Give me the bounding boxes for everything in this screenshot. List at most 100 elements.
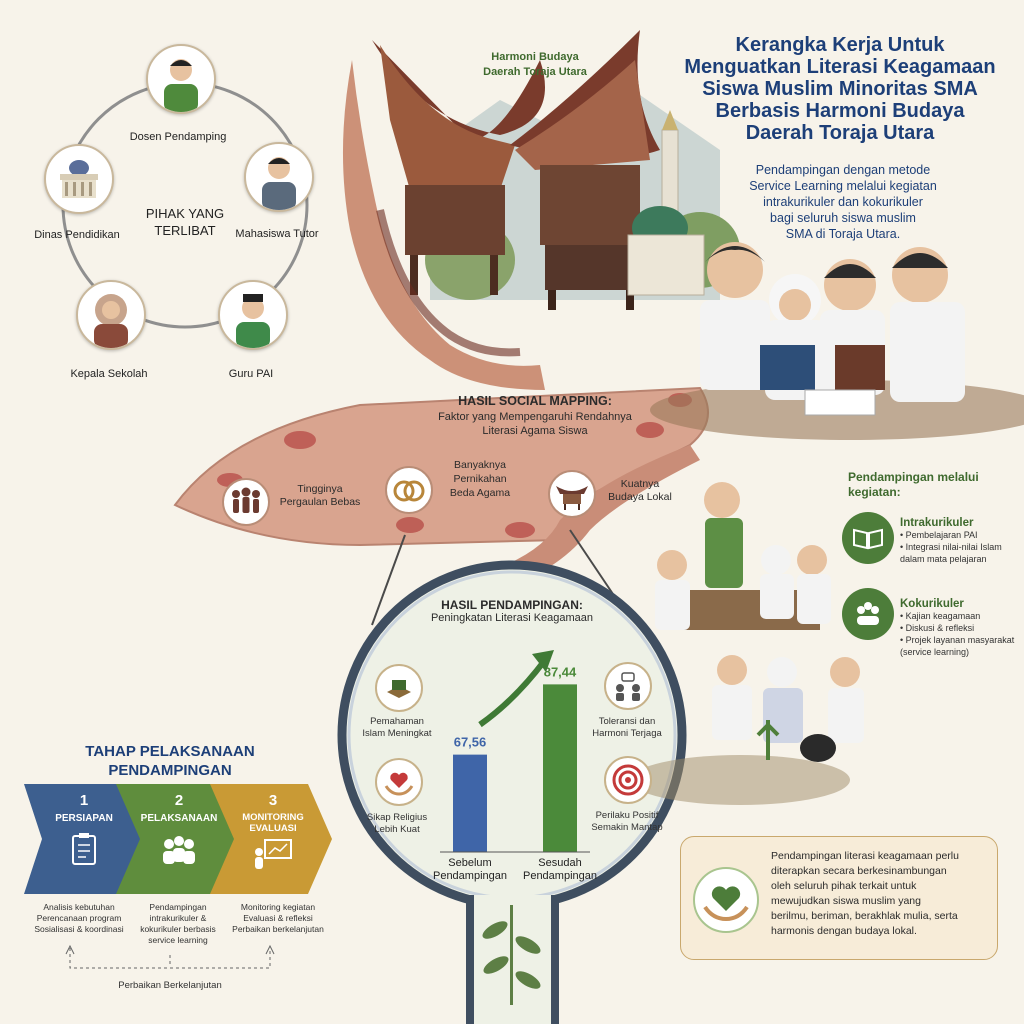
conclusion-line: harmonis dengan budaya lokal. <box>771 925 917 937</box>
subtitle-line: intrakurikuler dan kokurikuler <box>763 195 923 209</box>
activities-heading: Pendampingan melalui kegiatan: <box>848 470 1018 500</box>
student-tutor-avatar <box>244 142 314 212</box>
stakeholder-label: Guru PAI <box>228 368 274 380</box>
loop-label: Perbaikan Berkelanjutan <box>118 980 222 991</box>
center-label-line: PIHAK YANG <box>145 206 225 221</box>
lens-handle <box>466 895 559 1024</box>
ko-item: Kajian keagamaan <box>900 610 1018 622</box>
stage-desc-line: Evaluasi & refleksi <box>243 913 313 923</box>
stage-desc-line: Perencanaan program <box>36 913 122 923</box>
subtitle-line: Service Learning melalui kegiatan <box>749 179 937 193</box>
feedback-loop-arrow <box>65 944 275 969</box>
factor-label: Tingginya Pergaulan Bebas <box>270 483 370 509</box>
conclusion-box: Pendampingan literasi keagamaan perlu di… <box>680 836 998 960</box>
factor-icon-wrap <box>385 466 433 514</box>
stage-3-desc: Monitoring kegiatan Evaluasi & refleksi … <box>222 902 334 935</box>
cell-decoration <box>217 393 692 538</box>
feature-icon-wrap <box>375 758 423 806</box>
principal-avatar <box>76 280 146 350</box>
stage-arrow-1 <box>24 784 144 894</box>
center-label-line: TERLIBAT <box>154 223 216 238</box>
subtitle-line: bagi seluruh siswa muslim <box>770 211 916 225</box>
stage-desc-line: Pendampingan <box>149 902 207 912</box>
results-heading: HASIL PENDAMPINGAN: Peningkatan Literasi… <box>412 598 612 624</box>
heart-hands-icon <box>703 886 749 922</box>
feature-label: Sikap Religius Lebih Kuat <box>352 812 442 836</box>
ribbon-top <box>342 60 545 390</box>
factor-line: Banyaknya <box>454 459 506 471</box>
chart-category-label: Sebelum <box>448 857 491 869</box>
social-mapping-subtitle: Faktor yang Mempengaruhi Rendahnya Liter… <box>410 410 660 438</box>
stage-2-desc: Pendampingan intrakurikuler & kokurikule… <box>126 902 230 946</box>
feature-line: Islam Meningkat <box>362 728 432 739</box>
factor-line: Pernikahan <box>453 473 507 485</box>
stage-desc-line: Analisis kebutuhan <box>43 902 115 912</box>
stage-1: 1 PERSIAPAN <box>44 792 124 875</box>
magnifier-line <box>371 534 406 626</box>
factor-line: Budaya Lokal <box>608 491 672 503</box>
subtitle-line: SMA di Toraja Utara. <box>785 227 901 241</box>
stage-desc-line: service learning <box>148 935 208 945</box>
wedding-rings-icon <box>393 480 425 502</box>
chart-value-label: 67,56 <box>454 735 487 750</box>
activities-heading-line: Pendampingan melalui <box>848 470 979 484</box>
clipboard-icon <box>72 833 96 865</box>
education-office-avatar <box>44 144 114 214</box>
stage-name: PERSIAPAN <box>55 813 113 824</box>
stages-heading-line: TAHAP PELAKSANAAN <box>85 743 255 760</box>
stage-name: PELAKSANAAN <box>140 813 218 824</box>
culture-label-line: Daerah Toraja Utara <box>483 66 587 78</box>
people-icon <box>163 836 195 864</box>
feature-line: Toleransi dan <box>598 716 656 727</box>
feature-line: Semakin Mantap <box>591 822 663 833</box>
factor-label: Banyaknya Pernikahan Beda Agama <box>430 458 530 500</box>
target-icon <box>612 764 644 796</box>
presentation-icon <box>255 839 292 869</box>
tongkonan-house-left <box>372 40 545 295</box>
tongkonan-house-right <box>510 30 660 310</box>
factor-line: Kuatnya <box>620 478 660 490</box>
factor-line: Tingginya <box>297 483 343 495</box>
page-title: Kerangka Kerja Untuk Menguatkan Literasi… <box>680 34 1000 144</box>
feature-icon-wrap <box>375 664 423 712</box>
students-reading-illustration <box>650 242 1024 440</box>
classroom-activity-illustration <box>630 482 864 805</box>
conclusion-icon-wrap <box>693 867 759 933</box>
social-mapping-title: HASIL SOCIAL MAPPING: <box>458 394 612 408</box>
factor-label: Kuatnya Budaya Lokal <box>597 478 683 504</box>
culture-label-line: Harmoni Budaya <box>491 51 579 63</box>
stakeholder-label: Mahasiswa Tutor <box>235 228 319 240</box>
tongkonan-house-icon <box>556 486 588 510</box>
conclusion-line: Pendampingan literasi keagamaan perlu <box>771 850 959 862</box>
conclusion-text: Pendampingan literasi keagamaan perlu di… <box>771 849 991 939</box>
subtitle-line: Faktor yang Mempengaruhi Rendahnya <box>438 411 632 423</box>
group-people-icon <box>232 487 260 513</box>
chart-value-label: 87,44 <box>544 664 577 679</box>
activities-heading-line: kegiatan: <box>848 485 901 499</box>
intra-item: Pembelajaran PAI <box>900 529 1018 541</box>
religion-teacher-icon <box>236 294 270 348</box>
stages-heading-line: PENDAMPINGAN <box>108 762 232 779</box>
heart-hands-icon <box>384 772 414 796</box>
feature-icon-wrap <box>604 662 652 710</box>
stage-name: MONITORING EVALUASI <box>228 812 318 834</box>
chart-category-label: Sesudah <box>538 857 581 869</box>
stages-heading: TAHAP PELAKSANAAN PENDAMPINGAN <box>60 742 280 780</box>
religion-teacher-avatar <box>218 280 288 350</box>
feature-label: Pemahaman Islam Meningkat <box>352 716 442 740</box>
results-subtitle: Peningkatan Literasi Keagamaan <box>430 612 594 624</box>
title-line: Siswa Muslim Minoritas SMA <box>702 78 978 100</box>
ko-item: Diskusi & refleksi <box>900 622 1018 634</box>
conclusion-line: mewujudkan siswa muslim yang <box>771 895 921 907</box>
intra-item: Integrasi nilai-nilai Islam dalam mata p… <box>900 541 1018 565</box>
factor-line: Beda Agama <box>449 487 511 499</box>
subtitle-line: Pendampingan dengan metode <box>755 163 931 177</box>
feature-label: Perilaku Positif Semakin Mantap <box>582 810 672 834</box>
feature-line: Perilaku Positif <box>595 810 659 821</box>
conclusion-line: oleh seluruh pihak terkait untuk <box>771 880 917 892</box>
open-book-icon <box>853 528 883 550</box>
social-mapping-heading: HASIL SOCIAL MAPPING: Faktor yang Mempen… <box>410 394 660 438</box>
growth-arrow-head <box>532 650 554 672</box>
subtitle-line: Literasi Agama Siswa <box>482 425 588 437</box>
